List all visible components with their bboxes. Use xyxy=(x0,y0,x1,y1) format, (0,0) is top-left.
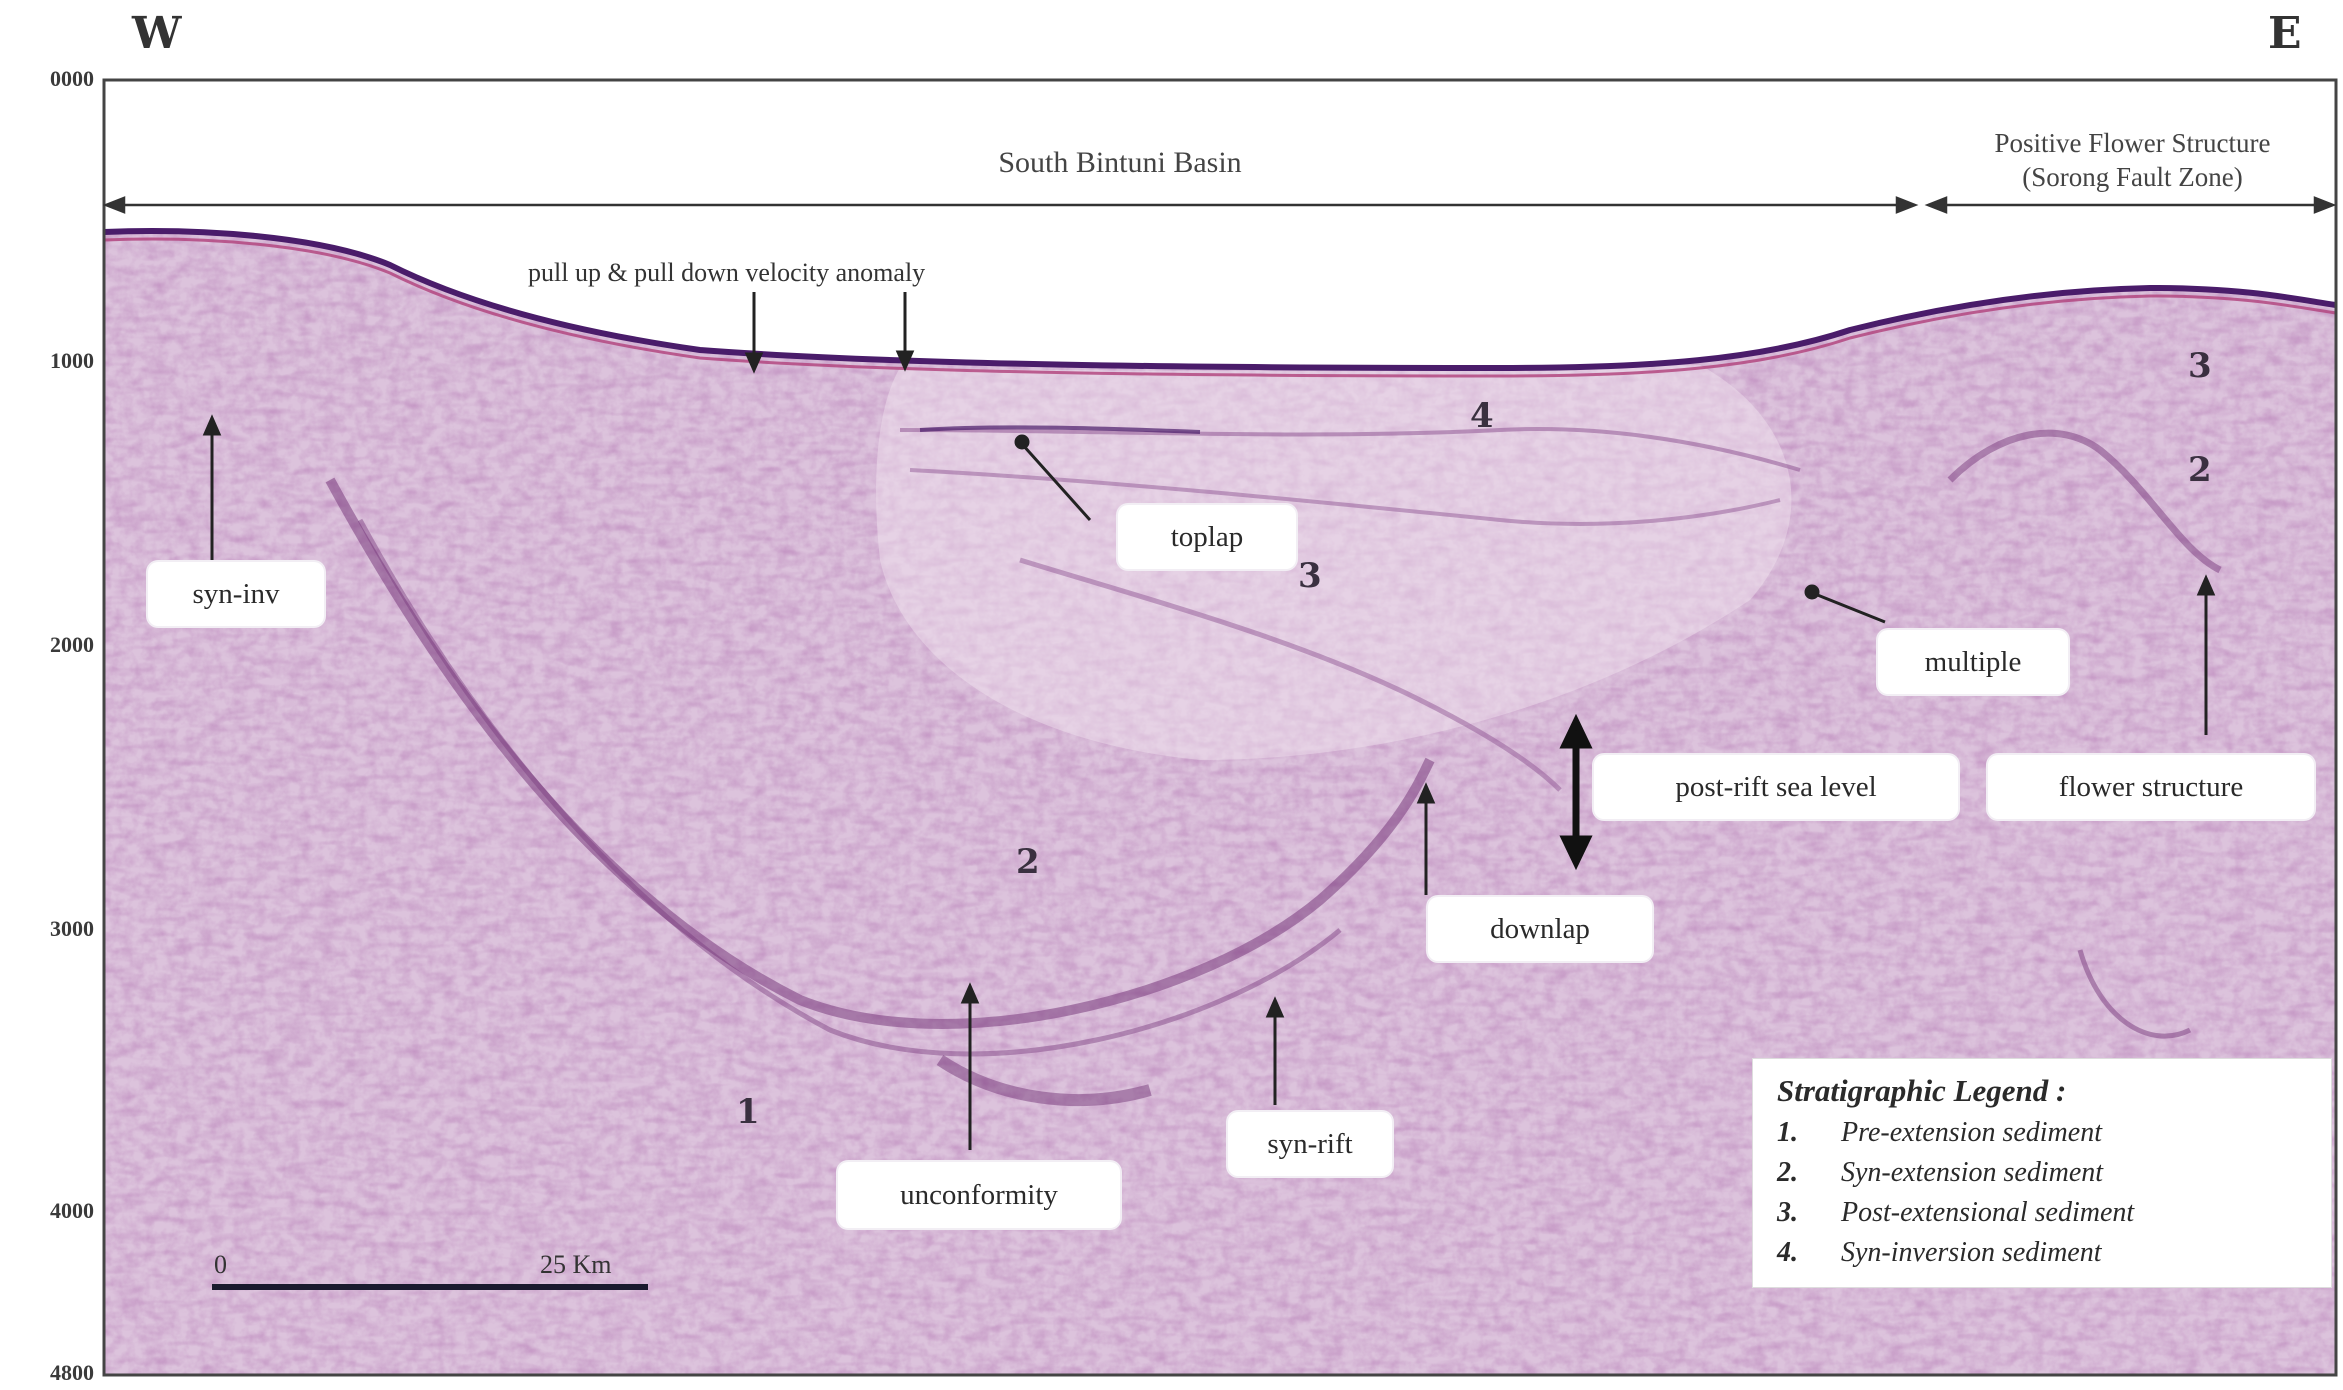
scale-bar-start: 0 xyxy=(214,1250,227,1280)
post-rift-sea-level-callout: post-rift sea level xyxy=(1594,755,1958,819)
legend-item: 1.Pre-extension sediment xyxy=(1777,1113,2307,1153)
unit-label-4: 4 xyxy=(1470,396,1494,436)
velocity-anomaly-label: pull up & pull down velocity anomaly xyxy=(528,258,925,288)
syn-inv-callout: syn-inv xyxy=(148,562,324,626)
stratigraphic-legend: Stratigraphic Legend : 1.Pre-extension s… xyxy=(1752,1058,2332,1288)
depth-tick: 3000 xyxy=(4,916,94,942)
legend-title: Stratigraphic Legend : xyxy=(1777,1073,2307,1109)
legend-item-number: 4. xyxy=(1777,1233,1841,1273)
depth-tick: 4800 xyxy=(4,1360,94,1386)
legend-item-text: Syn-inversion sediment xyxy=(1841,1237,2102,1268)
structure-label-line1: Positive Flower Structure xyxy=(1930,128,2335,159)
unit-label-3: 3 xyxy=(1298,556,1322,596)
legend-item: 3.Post-extensional sediment xyxy=(1777,1193,2307,1233)
multiple-callout: multiple xyxy=(1878,630,2068,694)
basin-label: South Bintuni Basin xyxy=(820,146,1420,180)
legend-item: 4.Syn-inversion sediment xyxy=(1777,1233,2307,1273)
legend-item-text: Post-extensional sediment xyxy=(1841,1197,2134,1228)
west-label: W xyxy=(132,8,181,59)
depth-tick: 1000 xyxy=(4,348,94,374)
unconformity-callout: unconformity xyxy=(838,1162,1120,1228)
unit-label-2: 2 xyxy=(1016,842,1040,882)
legend-item-number: 3. xyxy=(1777,1193,1841,1233)
depth-tick: 2000 xyxy=(4,632,94,658)
flower-structure-callout: flower structure xyxy=(1988,755,2314,819)
legend-item: 2.Syn-extension sediment xyxy=(1777,1153,2307,1193)
legend-item-text: Pre-extension sediment xyxy=(1841,1117,2102,1148)
legend-item-text: Syn-extension sediment xyxy=(1841,1157,2103,1188)
unit-label-1: 1 xyxy=(736,1092,760,1132)
legend-item-number: 1. xyxy=(1777,1113,1841,1153)
syn-rift-callout: syn-rift xyxy=(1228,1112,1392,1176)
depth-tick: 4000 xyxy=(4,1198,94,1224)
unit-label-3-east: 3 xyxy=(2188,346,2212,386)
toplap-callout: toplap xyxy=(1118,505,1296,569)
structure-label-line2: (Sorong Fault Zone) xyxy=(1930,162,2335,193)
scale-bar-end: 25 Km xyxy=(540,1250,612,1280)
legend-item-number: 2. xyxy=(1777,1153,1841,1193)
east-label: E xyxy=(2268,8,2302,59)
unit-label-2-east: 2 xyxy=(2188,450,2212,490)
depth-tick: 0000 xyxy=(4,66,94,92)
downlap-callout: downlap xyxy=(1428,897,1652,961)
